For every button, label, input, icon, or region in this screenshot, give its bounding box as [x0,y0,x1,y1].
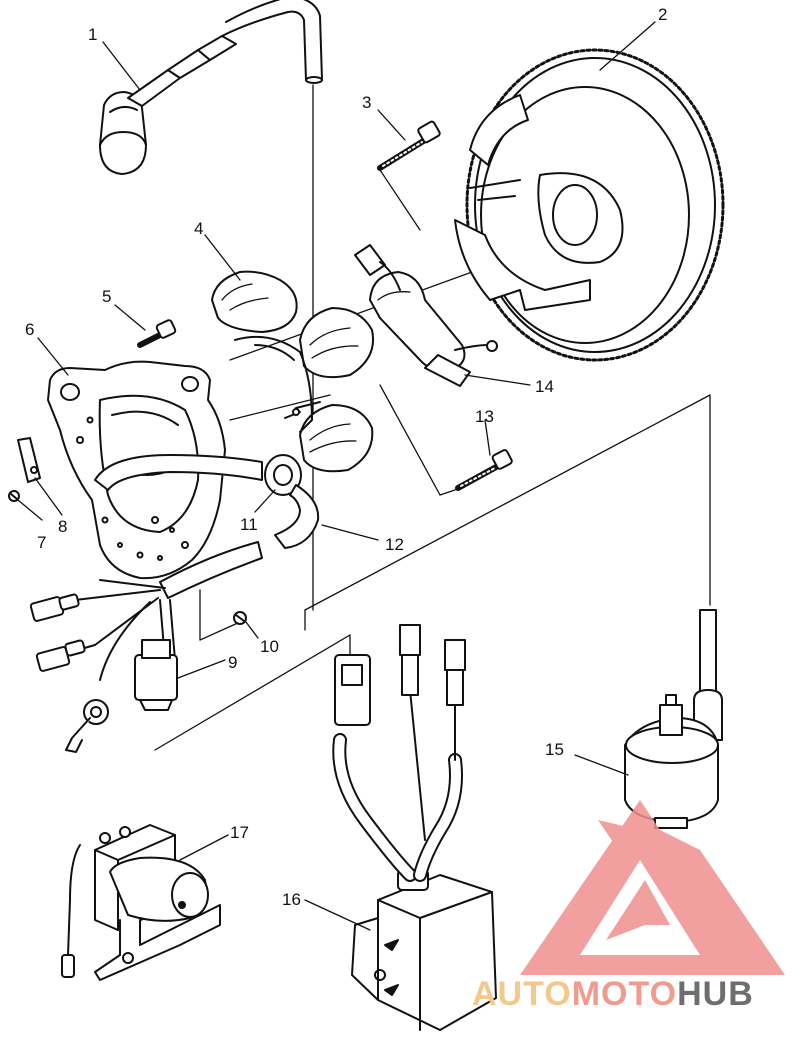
screw-10 [233,611,247,625]
callout-11: 11 [240,515,258,534]
callout-15: 15 [545,740,564,759]
callout-9: 9 [228,653,237,672]
callout-1: 1 [88,25,97,44]
callout-2: 2 [658,5,667,24]
harness-connector [29,579,178,753]
starter-relay [61,824,221,981]
screw-13 [455,449,513,491]
svg-text:AUTOMOTOHUB: AUTOMOTOHUB [472,975,754,1013]
stator-coil-assembly [211,270,374,473]
flywheel [454,48,725,362]
callout-8: 8 [58,517,67,536]
screw-5 [137,319,177,348]
callout-leaders [17,21,656,931]
wire-harness-tube [94,454,320,599]
spark-plug-cap [99,0,323,175]
watermark-moto: MOTO [572,975,677,1013]
callout-17: 17 [230,823,249,842]
callout-5: 5 [102,287,111,306]
screw-7 [8,490,20,502]
callout-7: 7 [37,533,46,552]
callout-3: 3 [362,93,371,112]
watermark: AUTOMOTOHUB [472,800,785,1013]
callout-12: 12 [385,535,404,554]
callout-6: 6 [25,320,34,339]
callout-10: 10 [260,637,279,656]
ignition-coil [624,609,723,829]
callout-13: 13 [475,407,494,426]
callout-16: 16 [282,890,301,909]
callout-4: 4 [194,219,203,238]
pulser-coil [354,244,498,387]
callout-labels: 1 2 3 4 5 6 7 8 9 10 11 12 13 14 15 16 1… [25,5,667,909]
cdi-unit [332,624,497,1031]
watermark-auto: AUTO [472,975,572,1013]
callout-14: 14 [535,377,554,396]
watermark-hub: HUB [677,975,754,1013]
watermark-logo-icon [520,800,785,975]
bolt-3 [377,120,441,171]
clamp-8 [17,437,41,483]
